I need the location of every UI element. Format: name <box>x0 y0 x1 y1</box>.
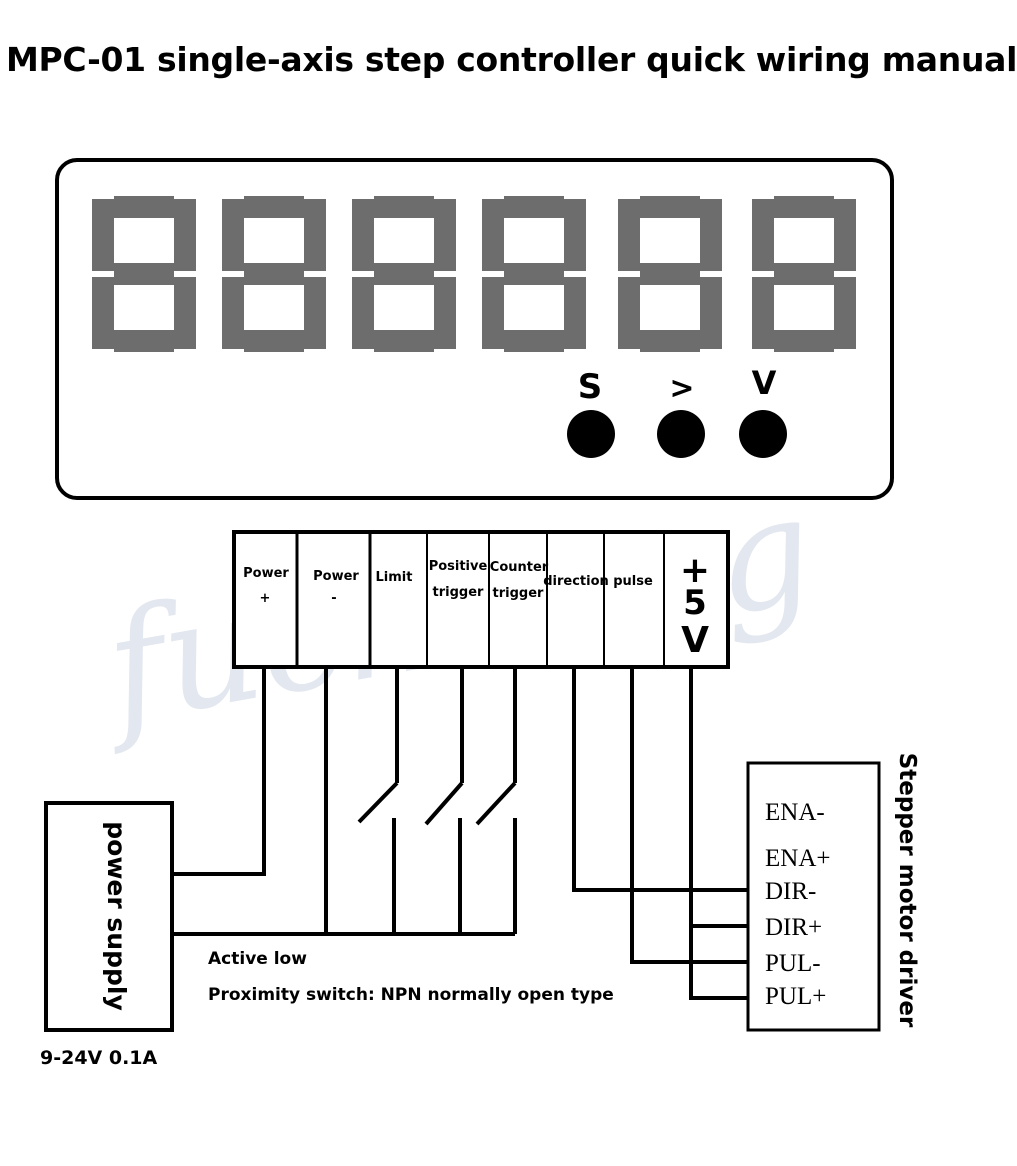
terminal-block <box>232 530 730 669</box>
digit-segment <box>352 199 374 271</box>
button-v[interactable] <box>739 410 787 458</box>
display-digit <box>92 196 196 352</box>
driver-pin-dir-minus: DIR- <box>765 878 816 905</box>
terminal-power-plus-line1: Power <box>243 566 289 581</box>
wiring <box>172 667 748 1000</box>
terminal-pulse: pulse <box>613 574 653 589</box>
digit-segment <box>564 277 586 349</box>
digit-segment <box>114 330 174 352</box>
digit-segment <box>222 199 244 271</box>
digit-segment <box>304 199 326 271</box>
digit-segment <box>174 199 196 271</box>
terminal-positive-trigger-line2: trigger <box>433 585 485 600</box>
digit-segment <box>618 277 640 349</box>
digit-segment <box>92 199 114 271</box>
digit-segment <box>374 196 434 218</box>
digit-segment <box>304 277 326 349</box>
driver-pin-pul-plus: PUL+ <box>765 983 826 1010</box>
display-digit <box>482 196 586 352</box>
digit-segment <box>774 330 834 352</box>
terminal-counter-trigger-line2: trigger <box>493 586 545 601</box>
digit-segment <box>504 330 564 352</box>
terminal-direction: direction <box>543 574 609 589</box>
power-supply-rating: 9-24V 0.1A <box>40 1047 158 1069</box>
digit-segment <box>374 330 434 352</box>
display-digit <box>752 196 856 352</box>
digit-segment <box>434 277 456 349</box>
digit-segment <box>834 277 856 349</box>
digit-segment <box>482 277 504 349</box>
button-label-right: > <box>669 371 694 406</box>
display-digit <box>222 196 326 352</box>
digit-segment <box>174 277 196 349</box>
button-label-s: S <box>578 367 603 407</box>
proximity-switch-note: Proximity switch: NPN normally open type <box>208 985 614 1005</box>
digit-segment <box>482 199 504 271</box>
digit-segment <box>504 263 564 285</box>
power-supply-box <box>44 801 174 1032</box>
digit-segment <box>640 330 700 352</box>
digit-segment <box>352 277 374 349</box>
button-label-v: V <box>752 364 777 402</box>
terminal-positive-trigger-line1: Positive <box>429 559 488 574</box>
terminal-power-plus-line2: + <box>260 591 271 606</box>
terminal-plus5v-unit: V <box>681 620 709 661</box>
seven-segment-display <box>92 196 856 352</box>
driver-pin-ena-minus: ENA- <box>765 799 825 826</box>
button-s[interactable] <box>567 410 615 458</box>
digit-segment <box>834 199 856 271</box>
driver-pin-dir-plus: DIR+ <box>765 914 822 941</box>
digit-segment <box>222 277 244 349</box>
display-digit <box>618 196 722 352</box>
digit-segment <box>640 263 700 285</box>
digit-segment <box>752 199 774 271</box>
digit-segment <box>640 196 700 218</box>
digit-segment <box>700 277 722 349</box>
terminal-limit: Limit <box>376 570 413 585</box>
display-digit <box>352 196 456 352</box>
terminal-plus5v-digit: 5 <box>683 583 707 623</box>
digit-segment <box>504 196 564 218</box>
digit-segment <box>774 263 834 285</box>
digit-segment <box>114 263 174 285</box>
digit-segment <box>434 199 456 271</box>
digit-segment <box>618 199 640 271</box>
driver-pin-pul-minus: PUL- <box>765 950 821 977</box>
terminal-counter-trigger-line1: Counter <box>490 560 549 575</box>
terminal-power-minus-line1: Power <box>313 569 359 584</box>
diagram-title: MPC-01 single-axis step controller quick… <box>6 40 1017 79</box>
power-supply-label: power supply <box>102 821 131 1011</box>
terminal-power-minus-line2: - <box>331 591 336 606</box>
terminal-plus5v-sign: + <box>680 550 710 591</box>
digit-segment <box>244 330 304 352</box>
digit-segment <box>774 196 834 218</box>
digit-segment <box>374 263 434 285</box>
digit-segment <box>114 196 174 218</box>
digit-segment <box>700 199 722 271</box>
digit-segment <box>244 263 304 285</box>
button-right[interactable] <box>657 410 705 458</box>
stepper-driver-box <box>746 761 881 1032</box>
digit-segment <box>564 199 586 271</box>
active-low-note: Active low <box>208 949 307 969</box>
digit-segment <box>92 277 114 349</box>
digit-segment <box>244 196 304 218</box>
stepper-driver-label: Stepper motor driver <box>894 753 920 1028</box>
digit-segment <box>752 277 774 349</box>
driver-pin-ena-plus: ENA+ <box>765 845 830 872</box>
